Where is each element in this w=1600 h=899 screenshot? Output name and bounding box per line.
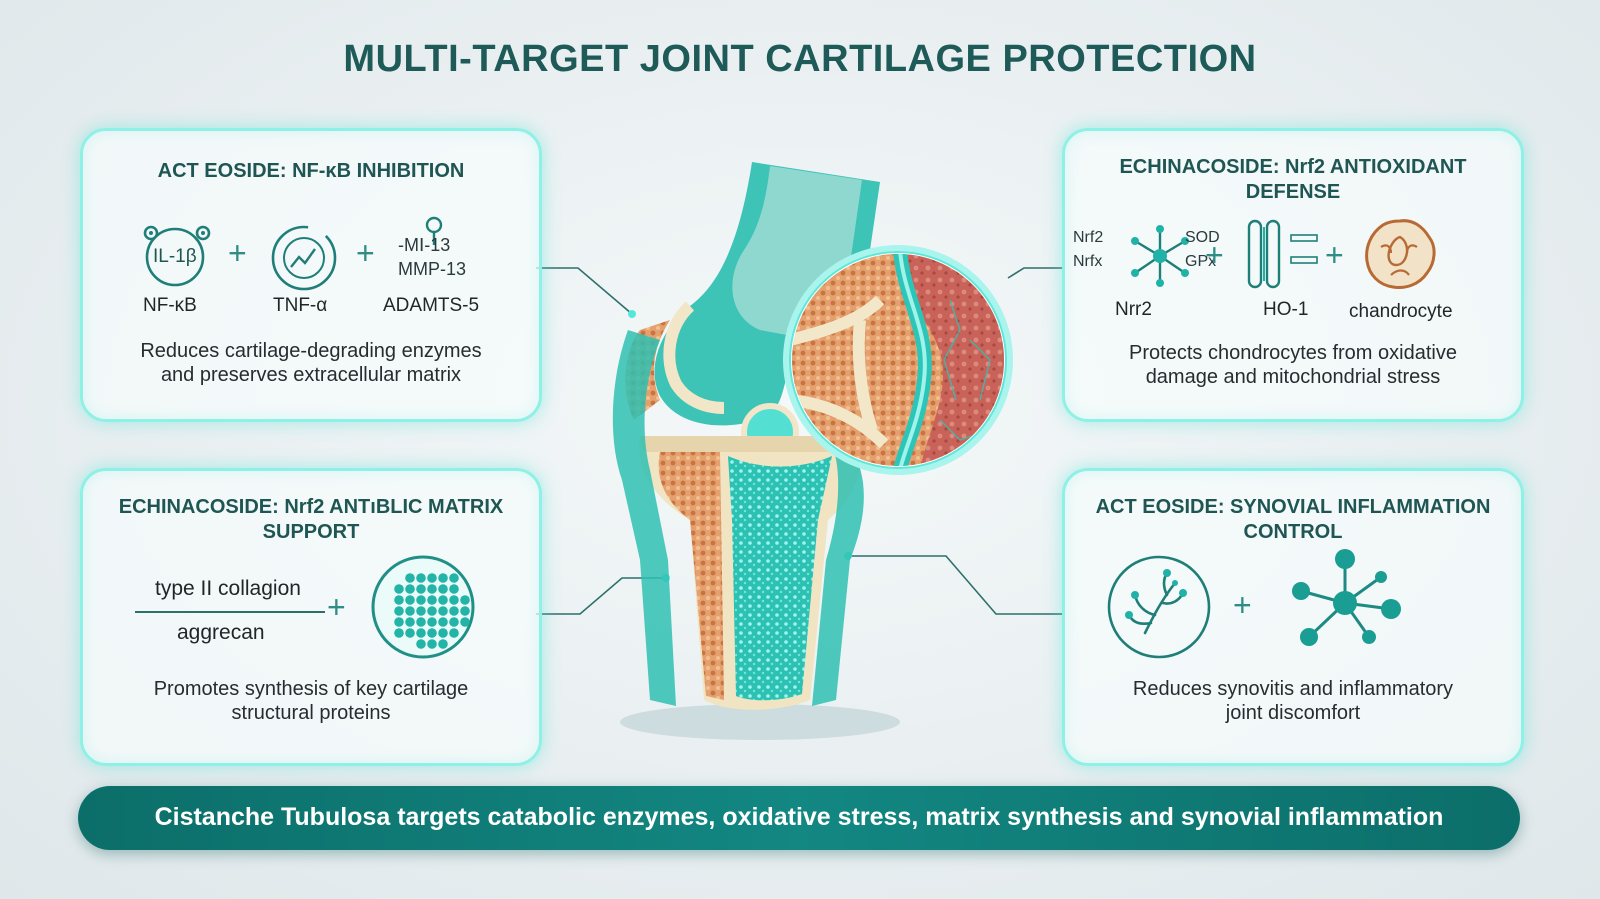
nrf2-molecule-icon	[1131, 225, 1189, 287]
nfkb-label: NF-κB	[143, 295, 197, 316]
mmp13-label-bottom: MMP-13	[398, 259, 467, 279]
mmp13-icon	[425, 216, 443, 245]
plus-icon: +	[228, 235, 247, 271]
ho1-label: HO-1	[1263, 299, 1309, 320]
ho1-icon	[1247, 219, 1318, 289]
gpx-small-label: GPx	[1185, 253, 1217, 270]
knee-joint-illustration	[612, 162, 1013, 740]
nrfx-small-label: Nrfx	[1073, 253, 1103, 270]
plus-icon: +	[356, 235, 375, 271]
panel-description-line1: Reduces synovitis and inflammatory	[1132, 678, 1454, 700]
tnf-alpha-icon	[271, 225, 337, 291]
panel-matrix-support: ECHINACOSIDE: Nrf2 ANTıBLIC MATRIX SUPPO…	[80, 468, 542, 766]
il1b-label: IL-1β	[153, 246, 197, 267]
panel-description-line1: Reduces cartilage-degrading enzymes	[140, 340, 482, 362]
panel-nfkb-inhibition: ACT EOSIDE: NF-κB INHIBITION IL-1β + + ‐…	[80, 128, 542, 422]
tnf-alpha-label: TNF-α	[273, 295, 328, 316]
type2-collagen-label: type II collagion	[155, 577, 301, 600]
plus-icon: +	[1233, 587, 1252, 623]
panel-title-line1: ACT EOSIDE: SYNOVIAL INFLAMMATION	[1095, 496, 1491, 518]
panel-title-line2: DEFENSE	[1245, 181, 1341, 203]
panel-description-line2: damage and mitochondrial stress	[1145, 366, 1441, 388]
nrf2-small-label: Nrf2	[1073, 229, 1104, 246]
page-title: MULTI-TARGET JOINT CARTILAGE PROTECTION	[343, 38, 1257, 80]
adamts5-label: ADAMTS-5	[383, 295, 480, 316]
panel-description-line1: Protects chondrocytes from oxidative	[1129, 342, 1457, 364]
mmp13-label-top: ‐MⅠ-13	[398, 235, 451, 255]
sod-small-label: SOD	[1185, 229, 1220, 246]
nrr2-label: Nrr2	[1115, 299, 1152, 320]
panel-synovial-control: ACT EOSIDE: SYNOVIAL INFLAMMATION CONTRO…	[1062, 468, 1524, 766]
molecule-icon	[1292, 549, 1401, 646]
summary-banner-text: Cistanche Tubulosa targets catabolic enz…	[154, 803, 1444, 831]
panel-description-line2: structural proteins	[231, 702, 391, 724]
plant-icon	[1107, 555, 1211, 659]
panel-description-line2: joint discomfort	[1225, 702, 1361, 724]
panel-title-line2: CONTROL	[1243, 521, 1343, 543]
panel-description-line2: and preserves extracellular matrix	[160, 364, 462, 386]
plus-icon: +	[327, 589, 346, 625]
chondrocyte-icon	[1365, 219, 1436, 289]
panel-nrf2-antioxidant: ECHINACOSIDE: Nrf2 ANTIOXIDANT DEFENSE N…	[1062, 128, 1524, 422]
panel-description-line1: Promotes synthesis of key cartilage	[153, 678, 469, 700]
panel-title: ACT EOSIDE: NF-κB INHIBITION	[157, 160, 465, 182]
aggrecan-label: aggrecan	[177, 621, 265, 644]
panel-title-line1: ECHINACOSIDE: Nrf2 ANTıBLIC MATRIX	[118, 496, 504, 518]
panel-title-line1: ECHINACOSIDE: Nrf2 ANTIOXIDANT	[1119, 156, 1467, 178]
plus-icon: +	[1325, 237, 1344, 273]
panel-title-line2: SUPPORT	[262, 521, 360, 543]
chondrocyte-label: chandrocyte	[1349, 301, 1453, 322]
plus-icon: +	[1205, 237, 1224, 273]
il1b-icon	[143, 225, 211, 287]
summary-banner: Cistanche Tubulosa targets catabolic enz…	[78, 786, 1520, 850]
fraction-divider	[135, 611, 325, 613]
proteoglycan-sphere-icon	[371, 555, 475, 659]
